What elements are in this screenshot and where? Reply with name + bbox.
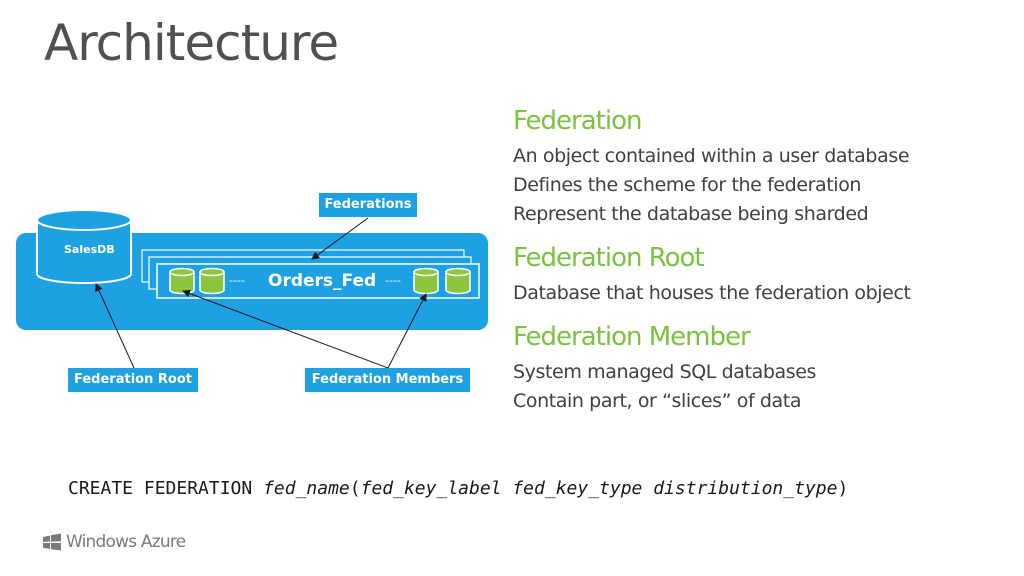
arrow-federation-members-right xyxy=(387,293,427,369)
section-heading: Federation Root xyxy=(513,243,705,273)
section-federation-member: Federation Member System managed SQL dat… xyxy=(513,322,1013,416)
dashes-right: ---- xyxy=(385,274,401,287)
federation-root-label-box: Federation Root xyxy=(68,368,198,392)
section-federation: Federation An object contained within a … xyxy=(513,106,1013,229)
section-line: Database that houses the federation obje… xyxy=(513,282,911,304)
arrow-federations xyxy=(311,217,369,260)
architecture-diagram: SalesDB Orders_Fed ---- ---- Federations… xyxy=(0,0,500,420)
section-heading: Federation Member xyxy=(513,322,751,352)
section-line: Contain part, or “slices” of data xyxy=(513,390,802,412)
diagram-graphic xyxy=(16,209,488,369)
code-close: ) xyxy=(837,478,849,499)
arrow-federation-root xyxy=(95,283,135,369)
member-db-icon-1 xyxy=(169,267,195,295)
orders-fed-label: Orders_Fed xyxy=(268,271,377,291)
salesdb-cylinder-icon xyxy=(36,209,132,284)
section-line: Represent the database being sharded xyxy=(513,203,869,225)
member-db-icon-3 xyxy=(413,267,439,295)
section-line: An object contained within a user databa… xyxy=(513,145,910,167)
salesdb-label: SalesDB xyxy=(64,243,115,256)
section-line: System managed SQL databases xyxy=(513,361,817,383)
windows-flag-icon xyxy=(43,533,61,551)
member-db-icon-4 xyxy=(445,267,471,295)
create-federation-code: CREATE FEDERATION fed_name(fed_key_label… xyxy=(68,478,848,499)
section-federation-root: Federation Root Database that houses the… xyxy=(513,243,1013,308)
federations-label-box: Federations xyxy=(319,193,417,217)
code-args: fed_key_label fed_key_type distribution_… xyxy=(360,478,838,499)
code-prefix: CREATE FEDERATION xyxy=(68,478,264,499)
page-title: Architecture xyxy=(44,14,339,72)
windows-azure-logo: Windows Azure xyxy=(42,532,186,552)
logo-text: Windows Azure xyxy=(66,532,186,552)
section-line: Defines the scheme for the federation xyxy=(513,174,862,196)
definitions-panel: Federation An object contained within a … xyxy=(513,106,1013,430)
code-open: ( xyxy=(349,478,361,499)
arrow-federation-members-left xyxy=(182,289,389,369)
code-name: fed_name xyxy=(263,478,350,499)
dashes-left: ---- xyxy=(229,274,245,287)
member-db-icon-2 xyxy=(199,267,225,295)
federation-members-label-box: Federation Members xyxy=(305,368,470,392)
section-heading: Federation xyxy=(513,106,642,136)
